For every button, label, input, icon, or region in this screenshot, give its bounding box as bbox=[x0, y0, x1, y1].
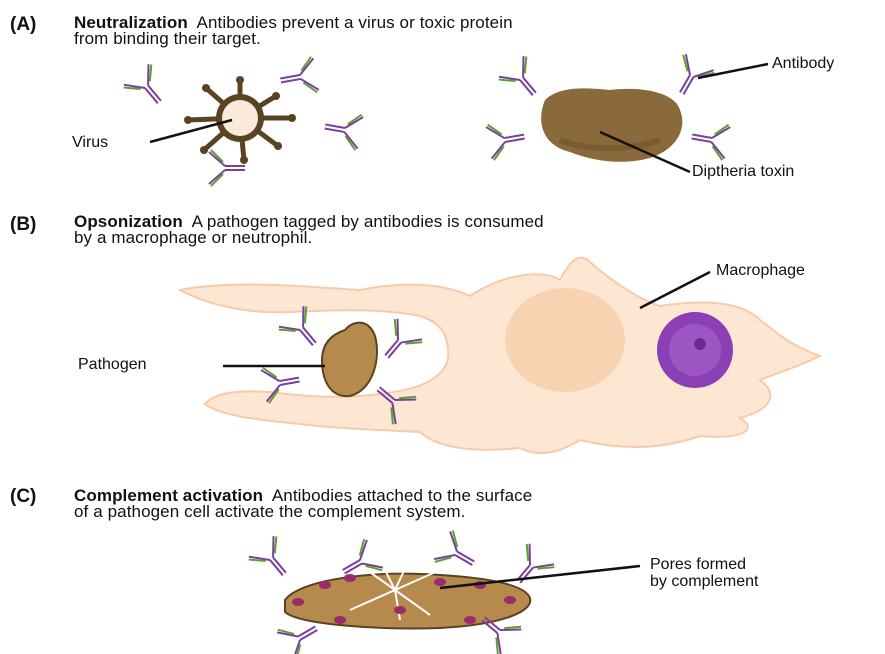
label-pores: Pores formed by complement bbox=[650, 556, 759, 590]
complement-pathogen-cell bbox=[285, 558, 530, 628]
neutrophil-nucleus bbox=[657, 312, 733, 388]
virus bbox=[184, 76, 296, 164]
label-toxin: Diptheria toxin bbox=[692, 163, 794, 181]
label-macrophage: Macrophage bbox=[716, 262, 805, 280]
pathogen bbox=[322, 323, 377, 397]
label-pathogen: Pathogen bbox=[78, 356, 147, 374]
label-pores-line2: by complement bbox=[650, 573, 759, 590]
diphtheria-toxin bbox=[541, 88, 682, 161]
label-pores-line1: Pores formed bbox=[650, 556, 759, 573]
label-virus: Virus bbox=[72, 134, 108, 152]
label-antibody: Antibody bbox=[772, 55, 834, 73]
